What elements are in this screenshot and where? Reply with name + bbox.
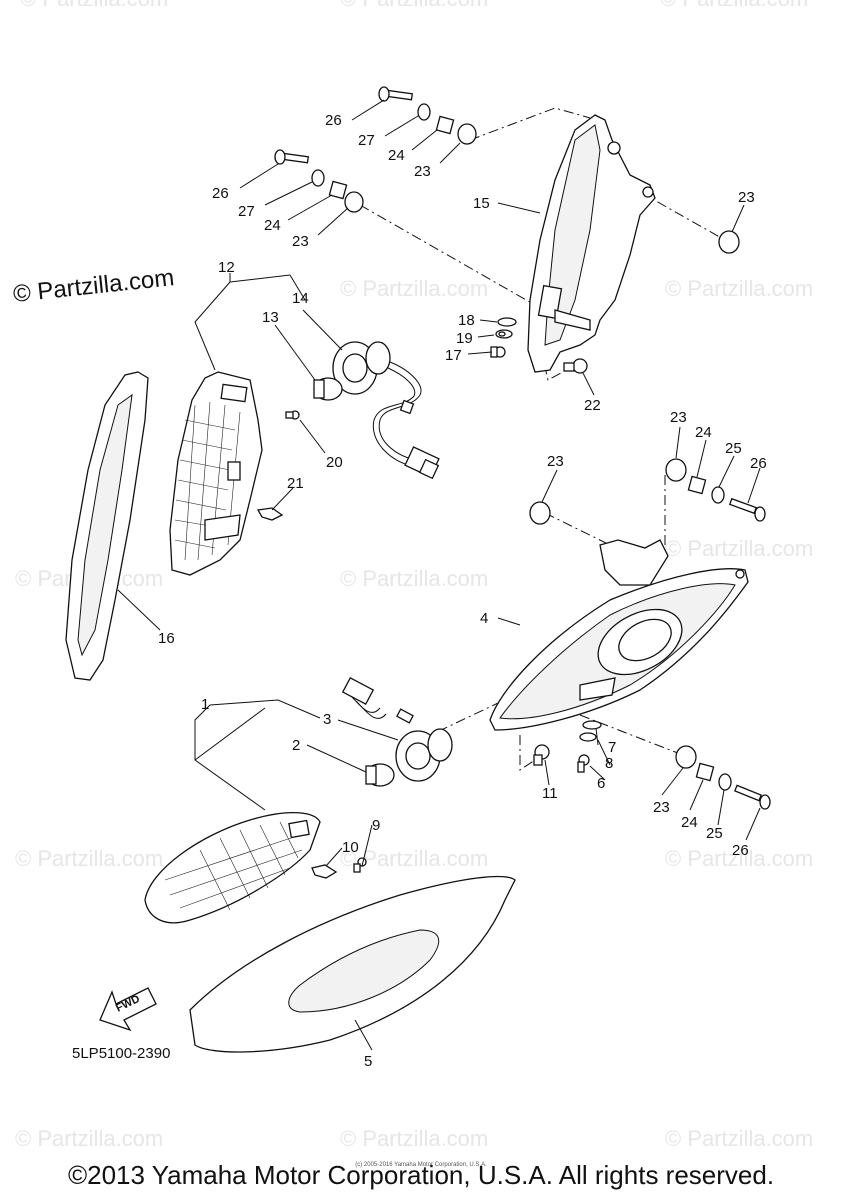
callout-labels: 26 27 24 23 26 27 24 23 15 23 12 14 13 1… [72,112,767,1070]
callout-label: 23 [653,799,670,816]
callout-label: 23 [414,163,431,180]
copyright-notice: ©2013 Yamaha Motor Corporation, U.S.A. A… [67,1160,775,1190]
leader-lines [117,99,761,1051]
watermark: © Partzilla.com [665,846,813,871]
watermark: © Partzilla.com [665,536,813,561]
callout-label: 9 [372,817,380,834]
callout-label: 15 [473,195,490,212]
callout-label: 21 [287,475,304,492]
callout-label: 22 [584,397,601,414]
callout-label: 26 [750,455,767,472]
callout-label: 11 [542,785,558,802]
watermark-layer: © Partzilla.com © Partzilla.com © Partzi… [15,0,813,1151]
watermark: © Partzilla.com [665,1126,813,1151]
watermark: © Partzilla.com [340,276,488,301]
callout-label: 25 [706,825,723,842]
callout-label: 17 [445,347,462,364]
callout-label: 24 [264,217,281,234]
callout-label: 13 [262,309,279,326]
watermark: © Partzilla.com [340,0,488,11]
callout-label: 19 [456,330,473,347]
callout-label: 3 [323,711,331,728]
forward-arrow-icon: FWD [99,987,157,1032]
callout-label: 5 [364,1053,372,1070]
callout-label: 24 [388,147,405,164]
callout-label: 26 [732,842,749,859]
watermark: © Partzilla.com [665,276,813,301]
callout-label: 26 [212,185,229,202]
watermark: © Partzilla.com [340,566,488,591]
watermark: © Partzilla.com [340,1126,488,1151]
callout-label: 27 [358,132,375,149]
callout-label: 12 [218,259,235,276]
watermark: © Partzilla.com [660,0,808,11]
watermark: © Partzilla.com [15,1126,163,1151]
signal-housing-left [144,811,321,924]
small-copyright: (c) 2005-2016 Yamaha Motor Corporation, … [355,1162,487,1168]
callout-label: 27 [238,203,255,220]
callout-label: 4 [480,610,488,627]
partzilla-logo: © Partzilla.com [12,264,176,308]
callout-label: 6 [597,775,605,792]
callout-label: 23 [670,409,687,426]
callout-label: 10 [342,839,359,856]
callout-label: 25 [725,440,742,457]
callout-label: 23 [547,453,564,470]
signal-housing-right [169,371,263,576]
bulb-right [313,377,343,401]
callout-label: 2 [292,737,300,754]
callout-label: 7 [608,739,616,756]
lens-cover-left [189,875,516,1053]
bulb-left [365,763,395,787]
headlight-bracket-upper [527,114,656,373]
watermark: © Partzilla.com [20,0,168,11]
callout-label: 23 [292,233,309,250]
callout-label: 16 [158,630,175,647]
socket-assembly-left [341,676,453,782]
callout-label: 20 [326,454,343,471]
callout-label: 8 [605,755,613,772]
callout-label: 1 [201,696,209,713]
diagram-code: 5LP5100-2390 [72,1045,170,1062]
callout-label: 14 [292,290,309,307]
fasteners-right [256,317,588,521]
watermark: © Partzilla.com [15,846,163,871]
lens-cover-right [65,371,149,681]
callout-label: 24 [695,424,712,441]
callout-label: 26 [325,112,342,129]
callout-label: 23 [738,189,755,206]
fasteners-left [311,720,602,879]
upper-mounting-hardware [274,86,740,254]
callout-label: 24 [681,814,698,831]
headlight-housing-left [489,539,749,731]
socket-assembly-right [332,341,440,480]
callout-label: 18 [458,312,475,329]
lower-mounting-hardware [529,458,771,810]
